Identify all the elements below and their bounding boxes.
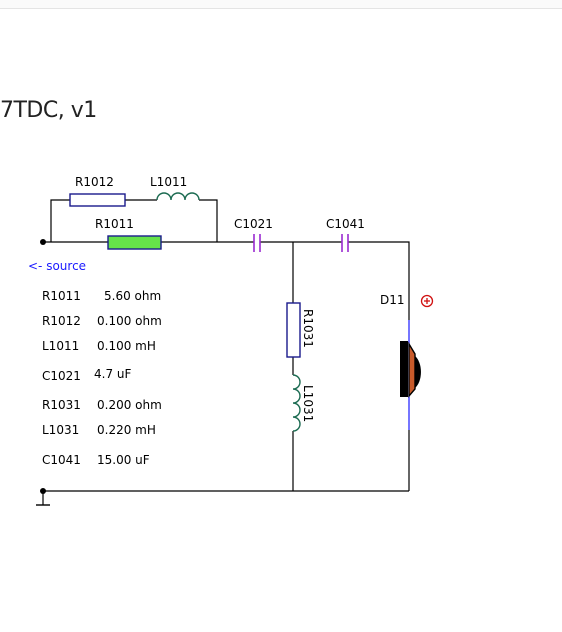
value-row-name: R1011 [42, 289, 81, 303]
value-row-value: 0.100 mH [97, 339, 156, 353]
ground-terminal[interactable] [40, 488, 46, 494]
capacitor-c1041[interactable] [341, 234, 349, 252]
label-r1012: R1012 [75, 175, 114, 189]
value-row-value: 0.100 ohm [97, 314, 162, 328]
label-l1031: L1031 [301, 385, 315, 422]
value-row-value: 0.220 mH [97, 423, 156, 437]
label-r1031: R1031 [301, 309, 315, 348]
capacitor-c1021[interactable] [253, 234, 261, 252]
resistor-r1031[interactable] [286, 302, 301, 358]
value-row-value: 5.60 ohm [104, 289, 161, 303]
inductor-l1011[interactable] [156, 192, 200, 201]
inductor-l1031[interactable] [292, 374, 301, 432]
value-row: L1011 0.100 mH [42, 339, 156, 353]
wire-top-branch-right [199, 199, 218, 242]
speaker-d11[interactable] [400, 320, 421, 430]
value-row-name: C1021 [42, 369, 81, 383]
value-row-value: 0.200 ohm [97, 398, 162, 412]
label-c1041: C1041 [326, 217, 365, 231]
value-row-value: 15.00 uF [97, 453, 150, 467]
value-row: L1031 0.220 mH [42, 423, 156, 437]
source-label: <- source [28, 259, 86, 273]
value-row: R1031 0.200 ohm [42, 398, 162, 412]
top-divider [0, 0, 562, 9]
value-row-name: L1011 [42, 339, 79, 353]
wire-c1041-d11 [348, 241, 410, 320]
circuit-title: 7TDC, v1 [0, 98, 97, 123]
value-row-value: 4.7 uF [94, 367, 132, 381]
resistor-r1012[interactable] [69, 193, 126, 207]
wires [42, 199, 410, 505]
source-terminal[interactable] [40, 239, 46, 245]
value-row-name: R1031 [42, 398, 81, 412]
component-value-list: R1011 5.60 ohm R1012 0.100 ohm L1011 0.1… [42, 289, 162, 467]
value-row-name: C1041 [42, 453, 81, 467]
label-l1011: L1011 [150, 175, 187, 189]
resistor-r1011[interactable] [107, 235, 162, 250]
label-r1011: R1011 [95, 217, 134, 231]
value-row: R1012 0.100 ohm [42, 314, 162, 328]
value-row-name: R1012 [42, 314, 81, 328]
value-row: C1021 4.7 uF [42, 367, 132, 383]
label-c1021: C1021 [234, 217, 273, 231]
wire-top-branch-left [50, 199, 70, 242]
value-row: R1011 5.60 ohm [42, 289, 161, 303]
polarity-plus-icon [420, 294, 434, 308]
value-row: C1041 15.00 uF [42, 453, 150, 467]
value-row-name: L1031 [42, 423, 79, 437]
label-d11: D11 [380, 293, 405, 307]
